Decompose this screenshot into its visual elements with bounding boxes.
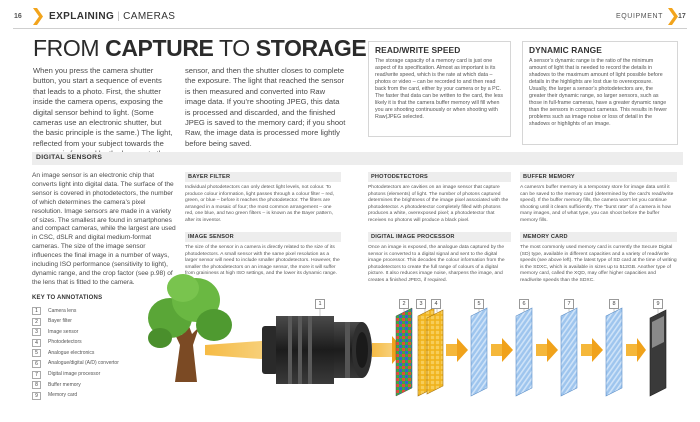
key-label: Memory card [48, 392, 78, 399]
digital-sensors-text: An image sensor is an electronic chip th… [32, 172, 176, 286]
photodetectors-block: PHOTODETECTORS Photodetectors are caviti… [368, 172, 511, 224]
diagram-marker-6: 6 [519, 299, 529, 309]
read-write-speed-text: The storage capacity of a memory card is… [375, 58, 504, 120]
key-item: 8 Buffer memory [32, 380, 162, 391]
key-number: 3 [32, 328, 41, 337]
camera-lens-illustration [262, 316, 372, 384]
key-item: 4 Photodetectors [32, 338, 162, 349]
page-title: FROM CAPTURE TO STORAGE [33, 35, 367, 61]
header-divider [13, 28, 687, 29]
diagram-marker-1: 1 [315, 299, 325, 309]
key-label: Camera lens [48, 307, 77, 314]
key-number: 8 [32, 381, 41, 390]
digital-sensors-section-bar: DIGITAL SENSORS [32, 152, 683, 165]
memory-card-title: MEMORY CARD [520, 232, 677, 242]
key-label: Bayer filter [48, 318, 72, 325]
page-number-right: 17 [678, 13, 686, 20]
key-label: Analogue electronics [48, 349, 95, 356]
diagram-marker-7: 7 [564, 299, 574, 309]
key-label: Image sensor [48, 328, 79, 335]
key-number: 9 [32, 391, 41, 400]
header-separator: | [117, 11, 121, 22]
digital-image-processor-title: DIGITAL IMAGE PROCESSOR [368, 232, 511, 242]
ad-convertor-illustration [515, 307, 533, 397]
key-item: 7 Digital image processor [32, 370, 162, 381]
bayer-filter-title: BAYER FILTER [185, 172, 341, 182]
intro-column-1: When you press the camera shutter button… [33, 66, 173, 158]
buffer-memory-title: BUFFER MEMORY [520, 172, 677, 182]
intro-column-2: sensor, and then the shutter closes to c… [185, 66, 346, 148]
chevron-right-icon [33, 8, 43, 25]
key-title: KEY TO ANNOTATIONS [32, 295, 103, 301]
key-label: Analogue/digital (A/D) convertor [48, 360, 119, 367]
digital-image-processor-block: DIGITAL IMAGE PROCESSOR Once an image is… [368, 232, 511, 284]
key-label: Digital image processor [48, 371, 101, 378]
diagram-marker-4: 4 [431, 299, 441, 309]
page-number-left: 16 [14, 13, 22, 20]
key-item: 2 Bayer filter [32, 317, 162, 328]
key-number: 6 [32, 359, 41, 368]
diagram-marker-3: 3 [416, 299, 426, 309]
key-item: 3 Image sensor [32, 327, 162, 338]
photodetectors-illustration [426, 309, 444, 395]
key-number: 4 [32, 338, 41, 347]
buffer-memory-block: BUFFER MEMORY A camera’s buffer memory i… [520, 172, 677, 224]
key-item: 6 Analogue/digital (A/D) convertor [32, 359, 162, 370]
diagram-marker-9: 9 [653, 299, 663, 309]
key-item: 9 Memory card [32, 391, 162, 402]
key-number: 5 [32, 349, 41, 358]
light-arrow-head [268, 333, 285, 367]
dynamic-range-title: DYNAMIC RANGE [529, 45, 602, 55]
photodetectors-title: PHOTODETECTORS [368, 172, 511, 182]
key-number: 7 [32, 370, 41, 379]
digital-image-processor-illustration [560, 307, 578, 397]
key-label: Photodetectors [48, 339, 82, 346]
key-number: 2 [32, 317, 41, 326]
read-write-speed-title: READ/WRITE SPEED [375, 45, 461, 55]
subsection-label: CAMERAS [123, 11, 176, 22]
diagram-marker-5: 5 [474, 299, 484, 309]
memory-card-text: The most commonly used memory card is cu… [520, 245, 677, 283]
image-sensor-text: The size of the sensor in a camera is di… [185, 245, 340, 276]
bayer-filter-block: BAYER FILTER Individual photodetectors c… [185, 172, 341, 224]
bayer-filter-illustration [395, 307, 413, 397]
dynamic-range-text: A sensor’s dynamic range is the ratio of… [529, 58, 667, 127]
section-header: EXPLAINING|CAMERAS [49, 11, 175, 22]
digital-image-processor-text: Once an image is exposed, the analogue d… [368, 245, 505, 283]
buffer-memory-illustration [605, 307, 623, 397]
memory-card-block: MEMORY CARD The most commonly used memor… [520, 232, 677, 284]
memory-card-illustration [649, 309, 667, 397]
bayer-filter-text: Individual photodetectors can only detec… [185, 185, 335, 223]
read-write-speed-box: READ/WRITE SPEED The storage capacity of… [368, 41, 511, 137]
diagram-marker-2: 2 [399, 299, 409, 309]
buffer-memory-text: A camera’s buffer memory is a temporary … [520, 185, 674, 223]
image-sensor-illustration [417, 307, 435, 397]
image-sensor-title: IMAGE SENSOR [185, 232, 341, 242]
dynamic-range-box: DYNAMIC RANGE A sensor’s dynamic range i… [522, 41, 678, 145]
photodetectors-text: Photodetectors are cavities on an image … [368, 185, 509, 223]
analogue-electronics-illustration [470, 307, 488, 397]
image-sensor-block: IMAGE SENSOR The size of the sensor in a… [185, 232, 341, 278]
key-label: Buffer memory [48, 381, 81, 388]
key-item: 5 Analogue electronics [32, 348, 162, 359]
section-title: DIGITAL SENSORS [36, 154, 103, 161]
diagram-marker-8: 8 [609, 299, 619, 309]
key-number: 1 [32, 307, 41, 315]
light-arrow [205, 340, 275, 360]
chevron-right-icon [668, 8, 678, 25]
key-item: 1 Camera lens [32, 306, 162, 317]
section-label: EXPLAINING [49, 11, 115, 22]
key-list: 1 Camera lens 2 Bayer filter 3 Image sensor… [32, 306, 162, 401]
category-label: EQUIPMENT [615, 13, 663, 20]
